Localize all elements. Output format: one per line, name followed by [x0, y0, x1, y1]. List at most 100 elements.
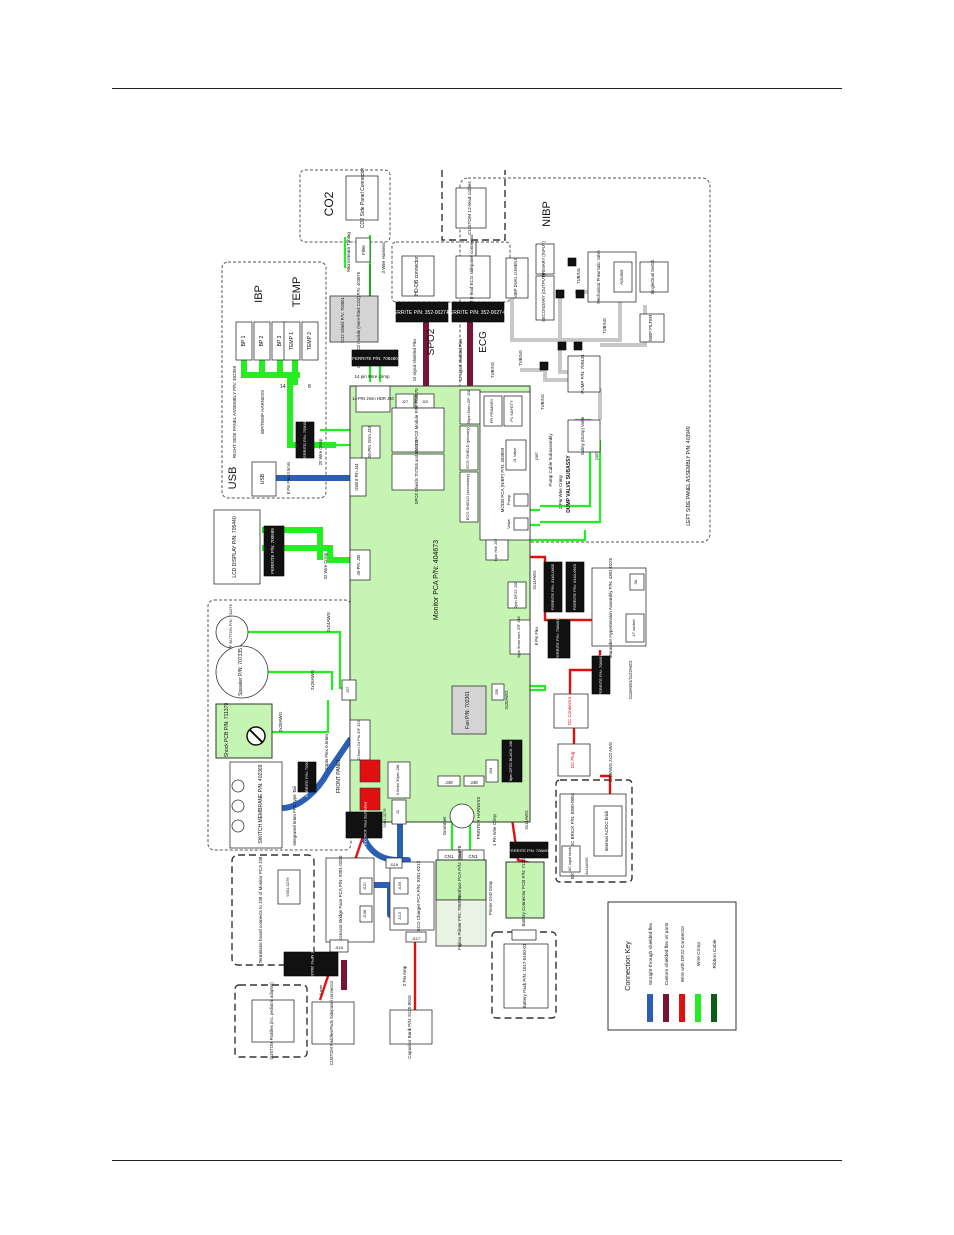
svg-text:Processor Bridge Face PCA P/N:: Processor Bridge Face PCA P/N: 9301-0250 — [338, 855, 343, 944]
svg-text:ECG SHIELD (primary): ECG SHIELD (primary) — [465, 427, 470, 469]
svg-text:HD-DB connector: HD-DB connector — [414, 256, 420, 296]
key-label-3: Wire with DF22 Connector — [680, 925, 686, 982]
svg-text:FERRITE P/N: 708491: FERRITE P/N: 708491 — [555, 618, 560, 659]
svg-text:FERRITE P/N: 352-0027-00: FERRITE P/N: 352-0027-00 — [391, 310, 453, 316]
usb-block — [251, 461, 277, 497]
hd-db-connector — [401, 255, 435, 297]
tee-3 — [575, 289, 585, 299]
usb-label: USB — [227, 467, 239, 490]
battery-ferrite-1 — [543, 561, 563, 613]
ecg-shield-primary — [459, 425, 479, 471]
j33 — [361, 425, 381, 459]
svg-text:ECG SHIELD (secondary): ECG SHIELD (secondary) — [465, 473, 470, 520]
oridion-co2-module — [329, 295, 379, 343]
red-connector-2 — [359, 787, 381, 811]
svg-text:TUBING: TUBING — [602, 318, 607, 334]
front-ferrite — [297, 761, 317, 793]
primary-input — [535, 243, 555, 275]
svg-text:CN1: CN1 — [444, 854, 453, 859]
temp1 — [283, 321, 301, 361]
svg-text:CUSTOM Paddles/Pads Sidepanel: CUSTOM Paddles/Pads Sidepanel connector — [329, 980, 334, 1065]
svg-text:P1 SAFETY: P1 SAFETY — [509, 400, 514, 422]
svg-text:FRONT PANEL: FRONT PANEL — [336, 759, 342, 794]
custom-5-lead-connector — [455, 255, 491, 299]
spo2-ferrite — [395, 301, 449, 323]
svg-text:CUSTOM Paddles (inc. pediatric: CUSTOM Paddles (inc. pediatric adapter) — [269, 982, 274, 1060]
svg-text:Battery Connector PCB P/N: 712: Battery Connector PCB P/N: 712234 — [521, 853, 526, 927]
svg-text:J118: J118 — [390, 863, 398, 867]
terminator-9301 — [277, 869, 301, 905]
ibp-temp-harness — [241, 360, 336, 448]
svg-text:TEMP 1: TEMP 1 — [289, 332, 295, 350]
j1-connector — [391, 799, 407, 825]
svg-text:CUSTOM 5-lead ECG sidepanel co: CUSTOM 5-lead ECG sidepanel connector — [469, 234, 474, 320]
svg-text:Pump: Pump — [506, 494, 511, 505]
svg-text:2x14AWG: 2x14AWG — [524, 811, 529, 830]
svg-text:J1 Valve: J1 Valve — [512, 447, 517, 463]
fujitsu-interface-pca — [435, 859, 487, 901]
svg-text:32 Wire Crimp: 32 Wire Crimp — [323, 552, 328, 579]
led-3 — [231, 819, 245, 833]
svg-text:3A: 3A — [633, 579, 638, 584]
nibp-left-panel-region — [459, 177, 711, 543]
battery-connector-plug — [511, 929, 537, 941]
paddle-ferrite — [283, 951, 339, 977]
nibp-label: NIBP — [541, 201, 553, 227]
svg-text:TUBING: TUBING — [518, 350, 523, 366]
shock-wire — [272, 700, 330, 734]
svg-text:2x26AWG: 2x26AWG — [504, 691, 509, 710]
flex-ferrite — [547, 619, 571, 659]
key-swatch-3 — [679, 994, 685, 1022]
j49 — [437, 775, 461, 787]
svg-text:17 socket: 17 socket — [631, 619, 636, 637]
bp2 — [253, 321, 271, 361]
custom-12-lead-cables — [455, 187, 487, 229]
j50 — [355, 385, 391, 413]
svg-text:TUBING: TUBING — [490, 362, 495, 378]
key-label-5: Ribbon Cable — [712, 939, 718, 968]
svg-text:J20: J20 — [422, 399, 429, 404]
co2-filter — [355, 237, 371, 263]
svg-text:14-PIN 2mm HDR J50: 14-PIN 2mm HDR J50 — [352, 396, 394, 401]
svg-text:FERRITE P/N: 352-0027-00: FERRITE P/N: 352-0027-00 — [447, 310, 509, 316]
battery-ferrite-2 — [565, 561, 585, 613]
svg-text:port: port — [594, 452, 599, 460]
j110 — [393, 907, 409, 925]
svg-text:Integrated 5mm FFC type Tail: Integrated 5mm FFC type Tail — [292, 786, 297, 845]
svg-text:J34: J34 — [488, 767, 493, 774]
right-side-panel-region — [221, 261, 327, 499]
valve-connector — [513, 517, 529, 531]
key-label-4: Wire Crimp — [696, 942, 702, 966]
socket-17 — [625, 613, 645, 643]
custom-paddles — [251, 999, 295, 1043]
bp1 — [235, 321, 253, 361]
svg-text:NIBP DUAL LUMENS: NIBP DUAL LUMENS — [513, 258, 518, 299]
svg-text:Pump Cable Subassembly: Pump Cable Subassembly — [548, 433, 553, 487]
svg-text:Mechanical Pneumatic Valve: Mechanical Pneumatic Valve — [596, 250, 601, 304]
ecg-ferrite — [451, 301, 505, 323]
svg-text:FERRITE P/N: 708491: FERRITE P/N: 708491 — [598, 654, 603, 695]
nibp-dual-lumens — [505, 257, 529, 299]
speaker — [215, 645, 269, 699]
ecg-label: ECG — [478, 331, 489, 353]
svg-text:Filter: Filter — [361, 244, 366, 255]
acdc-region — [555, 779, 633, 883]
svg-text:2x24AWG: 2x24AWG — [326, 611, 331, 632]
svg-text:PUMP P/N: 709434: PUMP P/N: 709434 — [580, 354, 585, 394]
svg-text:SPO2 Shields 707355 and 710002: SPO2 Shields 707355 and 710002 — [414, 439, 419, 504]
svg-text:J35: J35 — [494, 688, 499, 695]
key-label-2: Custom shielded flex w/ parts — [664, 922, 670, 985]
custom-paddles-sidepanel — [311, 1001, 355, 1045]
key-swatch-5 — [711, 994, 717, 1022]
svg-text:8pin 5mm vert. ZIF J48: 8pin 5mm vert. ZIF J48 — [516, 616, 521, 658]
svg-text:SWITCH MEMBRANE P/N: 402369: SWITCH MEMBRANE P/N: 402369 — [258, 764, 264, 843]
svg-text:8pin DF22 BLACK J46: 8pin DF22 BLACK J46 — [508, 740, 513, 781]
svg-text:5pin Hdr J32: 5pin Hdr J32 — [493, 538, 498, 561]
lcd-ferrite — [263, 525, 285, 577]
fan — [451, 685, 487, 735]
svg-text:Single/Dual Switch: Single/Dual Switch — [650, 259, 655, 295]
j31 — [507, 581, 527, 609]
key-swatch-4 — [695, 994, 701, 1022]
svg-text:2x28AWG: 2x28AWG — [278, 711, 283, 732]
speaker-wire — [268, 670, 334, 690]
